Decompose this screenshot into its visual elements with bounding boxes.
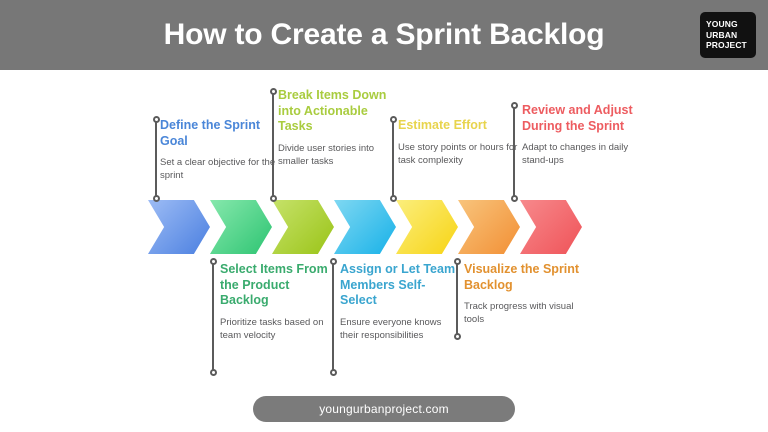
logo-line-2: URBAN (706, 29, 738, 40)
process-chevron-strip (148, 200, 582, 254)
chevron-step-3 (272, 200, 334, 254)
chevron-step-2 (210, 200, 272, 254)
chevron-fill-1 (148, 200, 210, 254)
step-title: Visualize the Sprint Backlog (464, 262, 580, 292)
connector-line-steps_top-2 (269, 88, 277, 202)
connector-dot-icon (152, 195, 160, 202)
chevron-fill-7 (520, 200, 582, 254)
connector-dot-icon (152, 116, 160, 123)
chevron-step-6 (458, 200, 520, 254)
step-title: Assign or Let Team Members Self-Select (340, 262, 456, 307)
connector-dot-icon (389, 116, 397, 123)
step-title: Define the Sprint Goal (160, 118, 261, 148)
chevron-fill-4 (334, 200, 396, 254)
chevron-fill-6 (458, 200, 520, 254)
connector-line-steps_top-3 (389, 116, 397, 202)
chevron-step-4 (334, 200, 396, 254)
connector-dot-icon (209, 369, 217, 376)
chevron-fill-2 (210, 200, 272, 254)
step-title: Review and Adjust During the Sprint (522, 103, 633, 133)
connector-dot-icon (453, 258, 461, 265)
step-description: Ensure everyone knows their responsibili… (340, 316, 442, 341)
step-description: Adapt to changes in daily stand-ups (522, 142, 629, 166)
connector-dot-icon (209, 258, 217, 265)
step-description: Prioritize tasks based on team velocity (220, 316, 324, 341)
connector-line-steps_top-1 (152, 116, 160, 202)
brand-logo: YOUNG URBAN PROJECT (700, 12, 756, 58)
connector-dot-icon (510, 102, 518, 109)
header-bar: How to Create a Sprint Backlog YOUNG URB… (0, 0, 768, 70)
chevron-step-1 (148, 200, 210, 254)
step-title: Select Items From the Product Backlog (220, 262, 328, 307)
step-description: Set a clear objective for the sprint (160, 157, 276, 181)
connector-dot-icon (510, 195, 518, 202)
connector-dot-icon (453, 333, 461, 340)
connector-line-steps_bottom-2 (329, 258, 337, 376)
connector-dot-icon (389, 195, 397, 202)
connector-dot-icon (269, 88, 277, 95)
connector-dot-icon (329, 258, 337, 265)
connector-line-steps_bottom-3 (453, 258, 461, 340)
footer-url-pill[interactable]: youngurbanproject.com (253, 396, 515, 422)
connector-line-steps_bottom-1 (209, 258, 217, 376)
step-description: Divide user stories into smaller tasks (278, 142, 375, 167)
chevron-step-7 (520, 200, 582, 254)
connector-dot-icon (269, 195, 277, 202)
chevron-step-5 (396, 200, 458, 254)
chevron-fill-5 (396, 200, 458, 254)
connector-dot-icon (329, 369, 337, 376)
chevron-fill-3 (272, 200, 334, 254)
step-title: Estimate Effort (398, 118, 487, 132)
page-title: How to Create a Sprint Backlog (163, 18, 605, 51)
step-title: Break Items Down into Actionable Tasks (278, 88, 387, 133)
logo-line-1: YOUNG (706, 19, 738, 30)
step-description: Track progress with visual tools (464, 301, 574, 325)
connector-line-steps_top-4 (510, 102, 518, 202)
logo-line-3: PROJECT (706, 40, 747, 51)
step-description: Use story points or hours for task compl… (398, 141, 518, 166)
footer-url-text: youngurbanproject.com (319, 402, 449, 416)
